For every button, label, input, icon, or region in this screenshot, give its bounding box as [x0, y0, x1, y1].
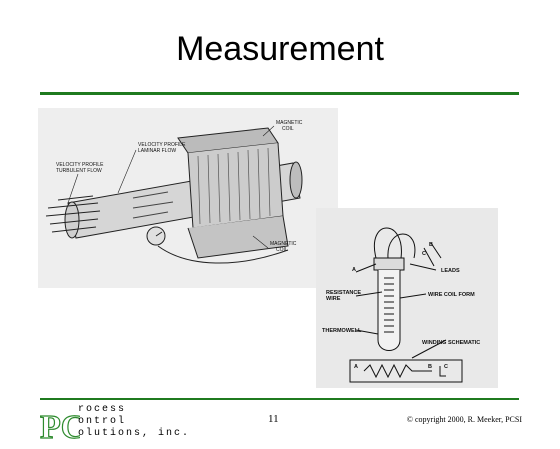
label-magnetic-coil-bottom-2: COIL [276, 247, 288, 253]
label-wire-coil-form: WIRE COIL FORM [428, 292, 475, 298]
rtd-drawing: LEADS A B C RESISTANCE WIRE WIRE COIL FO… [322, 227, 480, 383]
label-a-bottom: A [354, 364, 358, 370]
pcs-logo: PCS [39, 404, 210, 446]
label-magnetic-coil-top-2: COIL [282, 126, 294, 132]
label-velocity-laminar-2: LAMINAR FLOW [138, 148, 176, 154]
logo-line-1: rocess [78, 404, 127, 415]
label-b-top: B [429, 242, 433, 248]
logo-line-2: ontrol [78, 416, 127, 427]
label-velocity-turbulent-2: TURBULENT FLOW [56, 168, 102, 174]
label-winding-schematic: WINDING SCHEMATIC [422, 340, 480, 346]
rtd-illustration: LEADS A B C RESISTANCE WIRE WIRE COIL FO… [316, 208, 498, 388]
logo-wordmark: rocess ontrol olutions, inc. [78, 404, 190, 440]
top-divider [40, 92, 519, 95]
copyright-notice: © copyright 2000, R. Meeker, PCSI [406, 415, 522, 424]
pcs-logo-letters: PCS [40, 409, 80, 444]
label-magnetic-coil-top-1: MAGNETIC [276, 120, 303, 126]
flowmeter-drawing: MAGNETIC COIL VELOCITY PROFILE LAMINAR F… [45, 120, 303, 264]
label-thermowell: THERMOWELL [322, 328, 362, 334]
label-b-bottom: B [428, 364, 432, 370]
label-c-top: C [422, 251, 426, 257]
bottom-divider [40, 398, 519, 400]
label-magnetic-coil-bottom-1: MAGNETIC [270, 241, 297, 247]
label-velocity-turbulent-1: VELOCITY PROFILE [56, 162, 104, 168]
flowmeter-illustration: MAGNETIC COIL VELOCITY PROFILE LAMINAR F… [38, 108, 338, 288]
label-c-bottom: C [444, 364, 448, 370]
logo-line-3: olutions, inc. [78, 428, 191, 439]
slide-title: Measurement [176, 30, 384, 68]
pcs-logo-mark: PCS [39, 408, 104, 446]
label-a-top: A [352, 267, 356, 273]
label-leads: LEADS [441, 268, 460, 274]
label-velocity-laminar-1: VELOCITY PROFILE [138, 142, 186, 148]
label-resistance-wire-1: RESISTANCE [326, 290, 361, 296]
label-resistance-wire-2: WIRE [326, 296, 341, 302]
page-number: 11 [268, 413, 279, 425]
